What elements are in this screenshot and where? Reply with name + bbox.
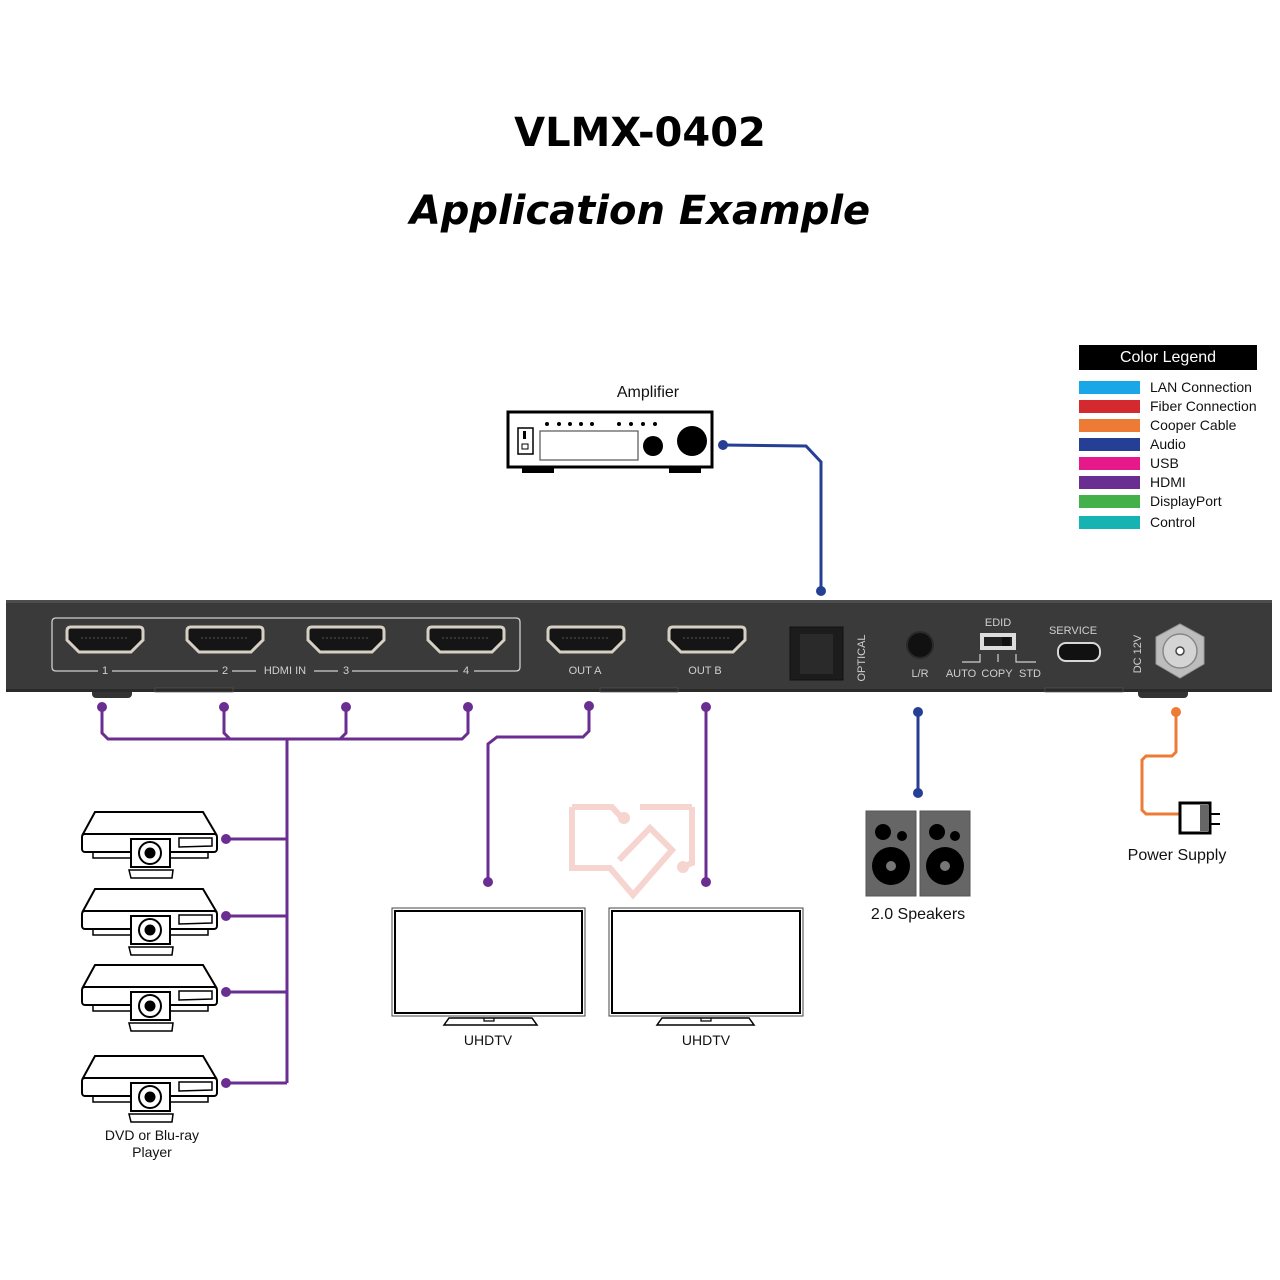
hdmi-input-port[interactable] [306, 625, 386, 654]
legend-label: Cooper Cable [1150, 417, 1237, 433]
edid-label: EDID [985, 617, 1011, 629]
legend-label: Fiber Connection [1150, 398, 1257, 414]
audio-cable-amplifier [718, 440, 826, 596]
legend-item: Fiber Connection [1079, 397, 1257, 416]
legend-item: DisplayPort [1079, 492, 1257, 511]
dvd-bluray-player-icon [81, 1055, 218, 1123]
legend-label: Control [1150, 514, 1196, 530]
optical-label: OPTICAL [856, 634, 868, 681]
hdmi-cable-out-a [483, 701, 594, 887]
hdmi-input-port[interactable] [65, 625, 145, 654]
legend-swatch [1079, 400, 1140, 413]
hdmi-input-number: 2 [221, 665, 229, 677]
service-label: SERVICE [1049, 625, 1097, 637]
out-b-label: OUT B [688, 665, 722, 677]
legend-item: USB [1079, 454, 1257, 473]
hdmi-input-port[interactable] [185, 625, 265, 654]
audio-cable-speakers [913, 707, 923, 798]
speakers-icon [865, 810, 971, 897]
hdmi-in-label: HDMI IN [263, 665, 307, 677]
hdmi-output-port[interactable] [667, 625, 747, 654]
hdmi-input-port[interactable] [426, 625, 506, 654]
uhdtv-b-icon [608, 907, 804, 1026]
speakers-label: 2.0 Speakers [870, 906, 966, 923]
legend-item: LAN Connection [1079, 378, 1257, 397]
legend-label: Audio [1150, 436, 1186, 452]
power-cable [1140, 707, 1181, 816]
hdmi-input-cable-ends [97, 702, 473, 1088]
legend-swatch [1079, 476, 1140, 489]
legend-swatch [1079, 495, 1140, 508]
legend-swatch [1079, 457, 1140, 470]
out-a-label: OUT A [568, 665, 602, 677]
audio-jack-port[interactable] [906, 631, 934, 659]
legend-label: HDMI [1150, 474, 1186, 490]
dvd-bluray-player-icon [81, 964, 218, 1032]
hdmi-cables-inputs [100, 707, 470, 1085]
edid-switch[interactable] [980, 633, 1016, 650]
uhdtv-a-label: UHDTV [463, 1032, 513, 1048]
diagram-title: VLMX-0402 [514, 110, 766, 156]
legend-label: DisplayPort [1150, 493, 1222, 509]
power-supply-icon [1178, 801, 1220, 835]
legend-swatch [1079, 438, 1140, 451]
power-supply-label: Power Supply [1127, 847, 1227, 864]
source-player-label: DVD or Blu-ray Player [104, 1127, 200, 1160]
hdmi-cable-out-b [701, 702, 711, 887]
hdmi-input-number: 3 [342, 665, 350, 677]
legend-swatch [1079, 381, 1140, 394]
dvd-bluray-player-icon [81, 811, 218, 879]
diagram-subtitle: Application Example [409, 188, 871, 234]
legend-label: USB [1150, 455, 1179, 471]
service-usb-port[interactable] [1057, 642, 1101, 662]
legend-item: Cooper Cable [1079, 416, 1257, 435]
legend-label: LAN Connection [1150, 379, 1252, 395]
audio-jack-label: L/R [911, 668, 928, 680]
power-label: DC 12V [1132, 634, 1144, 673]
hdmi-input-number: 4 [462, 665, 470, 677]
hdmi-input-number: 1 [101, 665, 109, 677]
dc-power-port[interactable] [1155, 623, 1205, 679]
amplifier-label: Amplifier [616, 384, 680, 401]
legend-swatch [1079, 516, 1140, 529]
legend-heading: Color Legend [1079, 345, 1257, 370]
amplifier-icon [506, 410, 714, 473]
legend-item: Audio [1079, 435, 1257, 454]
uhdtv-a-icon [391, 907, 586, 1026]
edid-option-copy: COPY [981, 668, 1013, 680]
dvd-bluray-player-icon [81, 888, 218, 956]
edid-option-std: STD [1019, 668, 1041, 680]
watermark-logo [569, 804, 695, 900]
legend-item: Control [1079, 513, 1257, 532]
hdmi-output-port[interactable] [546, 625, 626, 654]
legend-item: HDMI [1079, 473, 1257, 492]
optical-port[interactable] [789, 626, 844, 681]
legend-swatch [1079, 419, 1140, 432]
uhdtv-b-label: UHDTV [681, 1032, 731, 1048]
edid-option-auto: AUTO [946, 668, 977, 680]
edid-bracket [962, 654, 1036, 663]
